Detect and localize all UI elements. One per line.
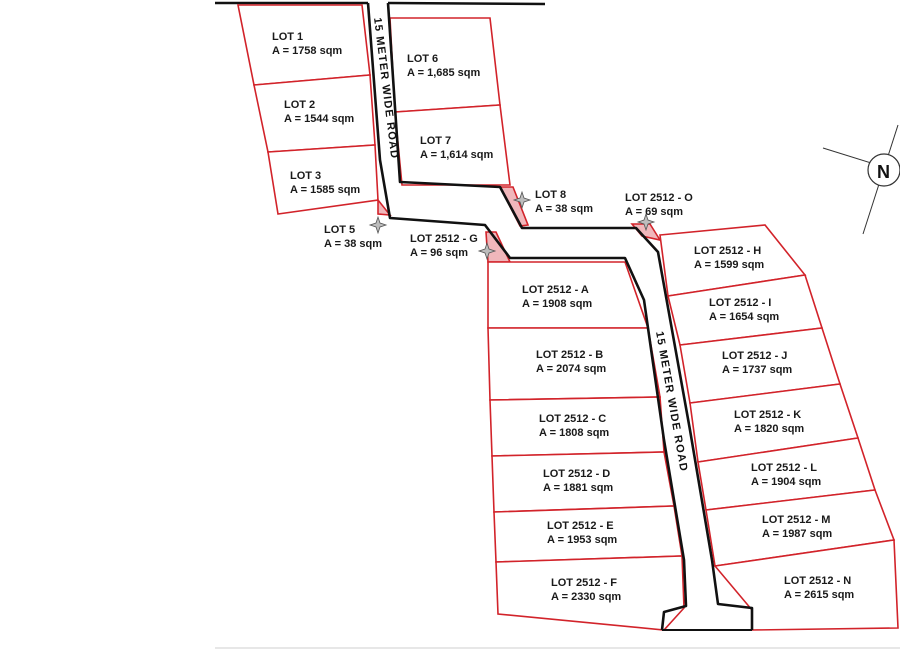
lot-8-label: LOT 8 A = 38 sqm <box>535 189 593 215</box>
lot-2512-h-area: A = 1599 sqm <box>694 259 764 271</box>
lot-2512-f-label: LOT 2512 - F A = 2330 sqm <box>551 577 621 603</box>
lot-6-area: A = 1,685 sqm <box>407 67 480 79</box>
lot-2512-i-name: LOT 2512 - I <box>709 297 771 309</box>
lot-2512-d-area: A = 1881 sqm <box>543 482 613 494</box>
lot-2512-h-name: LOT 2512 - H <box>694 245 761 257</box>
lot-2512-f-parcel[interactable] <box>495 555 685 631</box>
lot-3-label: LOT 3 A = 1585 sqm <box>290 170 360 196</box>
lot-7-area: A = 1,614 sqm <box>420 149 493 161</box>
lot-6-name: LOT 6 <box>407 53 438 65</box>
lot-2-label: LOT 2 A = 1544 sqm <box>284 99 354 125</box>
lot-1-area: A = 1758 sqm <box>272 45 342 57</box>
road-edge-upper-right <box>386 2 754 630</box>
lot-2512-k-name: LOT 2512 - K <box>734 409 801 421</box>
lot-2512-a-area: A = 1908 sqm <box>522 298 592 310</box>
lot-2512-n-label: LOT 2512 - N A = 2615 sqm <box>784 575 854 601</box>
monument-star-icon <box>477 241 497 261</box>
lot-2512-a-name: LOT 2512 - A <box>522 284 589 296</box>
lot-2512-c-label: LOT 2512 - C A = 1808 sqm <box>539 413 609 439</box>
lot-2512-i-label: LOT 2512 - I A = 1654 sqm <box>709 297 779 323</box>
lot-1-name: LOT 1 <box>272 31 303 43</box>
lot-2512-h-label: LOT 2512 - H A = 1599 sqm <box>694 245 764 271</box>
lot-2-name: LOT 2 <box>284 99 315 111</box>
lot-2512-i-area: A = 1654 sqm <box>709 311 779 323</box>
monument-star-icon <box>636 212 656 232</box>
lot-2512-o-name: LOT 2512 - O <box>625 192 693 204</box>
lot-2512-n-area: A = 2615 sqm <box>784 589 854 601</box>
lot-2512-a-label: LOT 2512 - A A = 1908 sqm <box>522 284 592 310</box>
lot-2512-d-label: LOT 2512 - D A = 1881 sqm <box>543 468 613 494</box>
lot-2512-k-label: LOT 2512 - K A = 1820 sqm <box>734 409 804 435</box>
north-arrow-icon: N <box>822 124 900 235</box>
lot-2512-m-label: LOT 2512 - M A = 1987 sqm <box>762 514 832 540</box>
lot-2512-n-parcel[interactable] <box>713 539 899 631</box>
lot-3-area: A = 1585 sqm <box>290 184 360 196</box>
lot-2512-e-name: LOT 2512 - E <box>547 520 614 532</box>
lot-5-label: LOT 5 A = 38 sqm <box>324 224 382 250</box>
lot-6-label: LOT 6 A = 1,685 sqm <box>407 53 480 79</box>
lot-5-area: A = 38 sqm <box>324 238 382 250</box>
top-boundary-line-right <box>387 1 546 6</box>
lot-2512-o-label: LOT 2512 - O A = 69 sqm <box>625 192 693 218</box>
lot-3-parcel[interactable] <box>267 144 379 215</box>
lot-2512-l-name: LOT 2512 - L <box>751 462 817 474</box>
lot-6-parcel[interactable] <box>389 17 501 113</box>
lot-2512-d-name: LOT 2512 - D <box>543 468 610 480</box>
lot-2512-c-name: LOT 2512 - C <box>539 413 606 425</box>
lot-2512-b-name: LOT 2512 - B <box>536 349 603 361</box>
lot-2512-f-area: A = 2330 sqm <box>551 591 621 603</box>
lot-8-name: LOT 8 <box>535 189 566 201</box>
lot-2512-l-area: A = 1904 sqm <box>751 476 821 488</box>
lot-3-name: LOT 3 <box>290 170 321 182</box>
lot-7-name: LOT 7 <box>420 135 451 147</box>
lot-2512-g-name: LOT 2512 - G <box>410 233 478 245</box>
lot-7-parcel[interactable] <box>394 104 511 186</box>
lot-2512-n-name: LOT 2512 - N <box>784 575 851 587</box>
lot-2512-g-parcel[interactable] <box>485 231 512 263</box>
lot-2512-l-label: LOT 2512 - L A = 1904 sqm <box>751 462 821 488</box>
lot-2512-o-area: A = 69 sqm <box>625 206 683 218</box>
lot-2512-b-label: LOT 2512 - B A = 2074 sqm <box>536 349 606 375</box>
lot-2512-m-area: A = 1987 sqm <box>762 528 832 540</box>
lot-2512-f-name: LOT 2512 - F <box>551 577 617 589</box>
monument-star-icon <box>512 190 532 210</box>
lot-2512-j-label: LOT 2512 - J A = 1737 sqm <box>722 350 792 376</box>
monument-star-icon <box>368 215 388 235</box>
lot-2512-e-label: LOT 2512 - E A = 1953 sqm <box>547 520 617 546</box>
lot-2512-g-label: LOT 2512 - G A = 96 sqm <box>410 233 478 259</box>
lot-5-name: LOT 5 <box>324 224 355 236</box>
north-arrow-label: N <box>877 162 890 182</box>
lot-2512-m-name: LOT 2512 - M <box>762 514 830 526</box>
lot-1-label: LOT 1 A = 1758 sqm <box>272 31 342 57</box>
lot-2512-j-area: A = 1737 sqm <box>722 364 792 376</box>
road-edge-upper-left <box>366 2 688 631</box>
lot-2-area: A = 1544 sqm <box>284 113 354 125</box>
lot-7-label: LOT 7 A = 1,614 sqm <box>420 135 493 161</box>
lot-8-area: A = 38 sqm <box>535 203 593 215</box>
lot-5-parcel[interactable] <box>377 197 392 216</box>
lot-2512-c-area: A = 1808 sqm <box>539 427 609 439</box>
lot-2512-k-area: A = 1820 sqm <box>734 423 804 435</box>
lot-2512-e-area: A = 1953 sqm <box>547 534 617 546</box>
lot-2512-b-area: A = 2074 sqm <box>536 363 606 375</box>
lot-2512-j-name: LOT 2512 - J <box>722 350 787 362</box>
lot-2512-g-area: A = 96 sqm <box>410 247 468 259</box>
